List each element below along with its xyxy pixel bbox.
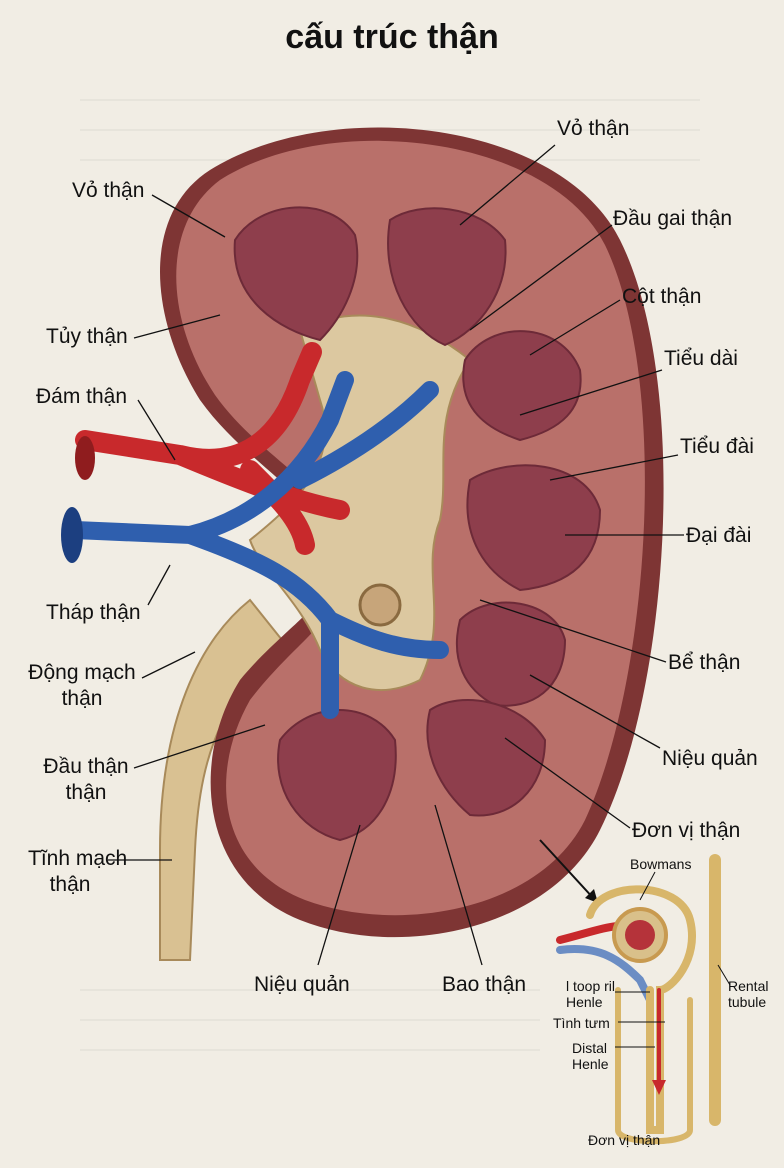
label-line: Henle	[572, 1056, 609, 1072]
label-minor-calyx-2: Tiểu đài	[680, 435, 754, 458]
leader-lines	[108, 144, 684, 966]
label-renal-column: Cột thận	[622, 285, 702, 308]
label-minor-calyx-1: Tiểu dài	[664, 347, 738, 370]
renal-vein	[66, 371, 449, 719]
nephron-leaders	[615, 871, 731, 1048]
label-cortex-left: Vỏ thận	[72, 179, 145, 202]
label-line: Distal	[572, 1040, 608, 1056]
label-line: l toop ril	[566, 978, 616, 994]
nephron-arrow	[539, 839, 596, 901]
renal-artery	[75, 342, 350, 555]
label-pelvis: Bể thận	[668, 651, 741, 674]
label-bowmans: Bowmans	[630, 856, 692, 872]
label-line: Đầu thận	[43, 755, 129, 778]
label-line: thận	[49, 873, 91, 896]
nephron-diagram	[556, 854, 721, 1145]
label-medulla: Tủy thận	[46, 325, 128, 348]
label-renal-vein: Tĩnh mạch thận	[28, 846, 127, 898]
label-cortex-right: Vỏ thận	[557, 117, 630, 140]
label-line: Henle	[566, 994, 603, 1010]
label-nephron: Đơn vị thận	[632, 819, 741, 842]
label-line: tubule	[728, 994, 767, 1010]
nephron-caption: Đơn vị thận	[588, 1132, 661, 1148]
renal-pyramids	[233, 206, 602, 842]
label-renal-head: Đầu thận thận	[36, 754, 136, 806]
label-ureter-right: Niệu quản	[662, 747, 758, 770]
label-ureter-bottom: Niệu quản	[254, 973, 350, 996]
label-renal-artery: Động mạch thận	[22, 660, 142, 712]
label-line: Động mạch	[28, 661, 136, 684]
label-renal-plexus: Đám thận	[36, 385, 128, 408]
label-line: Tĩnh mạch	[28, 847, 128, 870]
page-title: cấu trúc thận	[285, 18, 499, 56]
label-papilla: Đầu gai thận	[613, 207, 733, 230]
label-line: thận	[61, 687, 103, 710]
label-capsule: Bao thận	[442, 973, 527, 996]
pelvis-opening	[358, 583, 402, 627]
label-pyramid: Tháp thận	[46, 601, 141, 624]
label-major-calyx: Đại đài	[686, 524, 752, 547]
label-line: Rental	[728, 978, 769, 994]
label-tinh: Tình tưm	[553, 1015, 610, 1031]
label-line: thận	[65, 781, 107, 804]
